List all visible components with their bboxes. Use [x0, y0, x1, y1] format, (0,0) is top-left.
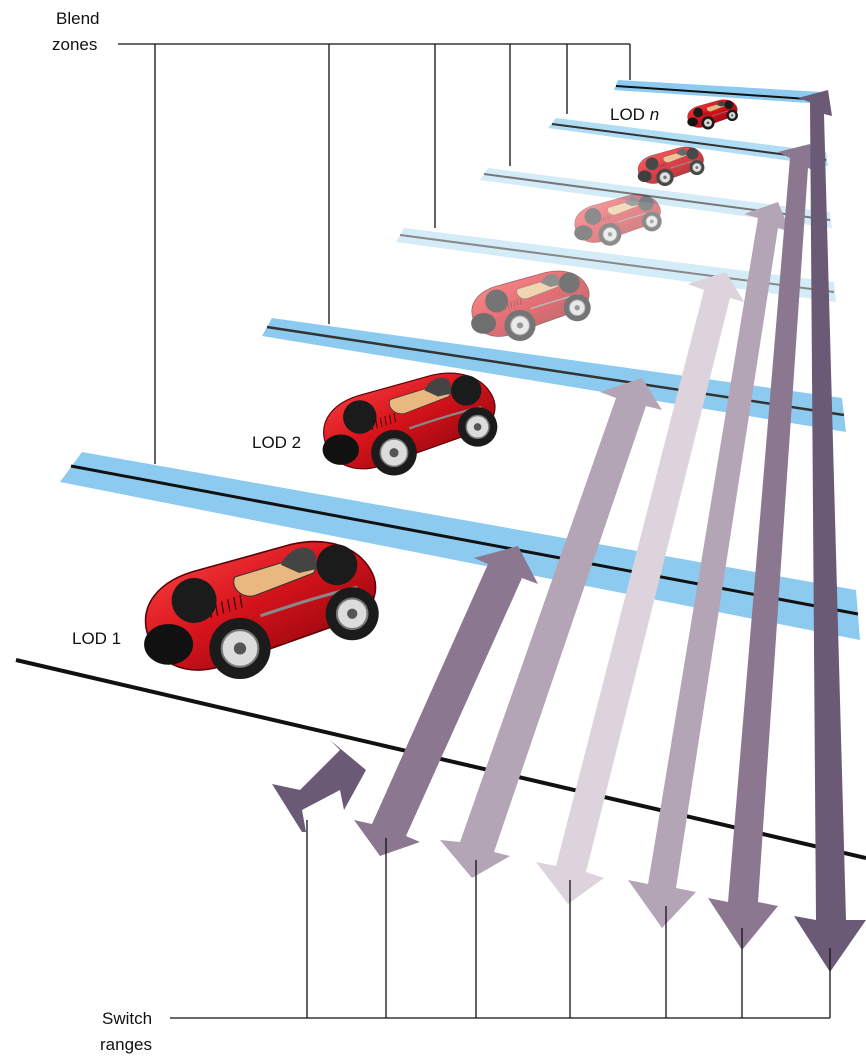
car-lod-4 — [573, 193, 663, 247]
switch-ranges-bracket — [170, 820, 831, 1019]
switch-arrow-4 — [536, 272, 744, 904]
blend-zone-5 — [548, 118, 828, 166]
switch-arrow-6 — [708, 144, 818, 950]
blend-zones-label-line1: Blend — [56, 9, 99, 28]
car-lod-1 — [142, 540, 381, 681]
switch-arrow-2 — [354, 546, 538, 856]
switch-ranges-label-line1: Switch — [102, 1009, 152, 1028]
switch-arrow-7 — [794, 90, 866, 972]
car-lod-n — [686, 99, 739, 130]
blend-zones-label-line2: zones — [52, 35, 97, 54]
lodn-label-prefix: LOD — [610, 105, 650, 124]
car-lod-5 — [637, 146, 705, 187]
blend-zone-n — [614, 80, 824, 104]
switch-arrow-1 — [272, 740, 366, 832]
switch-ranges-label-line2: ranges — [100, 1035, 152, 1054]
blend-zone-1 — [60, 452, 860, 640]
switch-arrow-5 — [628, 202, 790, 928]
lod1-label: LOD 1 — [72, 629, 121, 648]
switch-range-arrows — [272, 90, 866, 972]
ground-line — [15, 658, 866, 860]
lodn-label-n: n — [650, 105, 659, 124]
car-lod-3 — [470, 270, 592, 342]
car-lod-2 — [321, 371, 499, 477]
switch-arrow-3 — [440, 378, 662, 878]
blend-zones-bracket — [118, 43, 631, 464]
lodn-label: LOD n — [610, 105, 659, 124]
lod2-label: LOD 2 — [252, 433, 301, 452]
